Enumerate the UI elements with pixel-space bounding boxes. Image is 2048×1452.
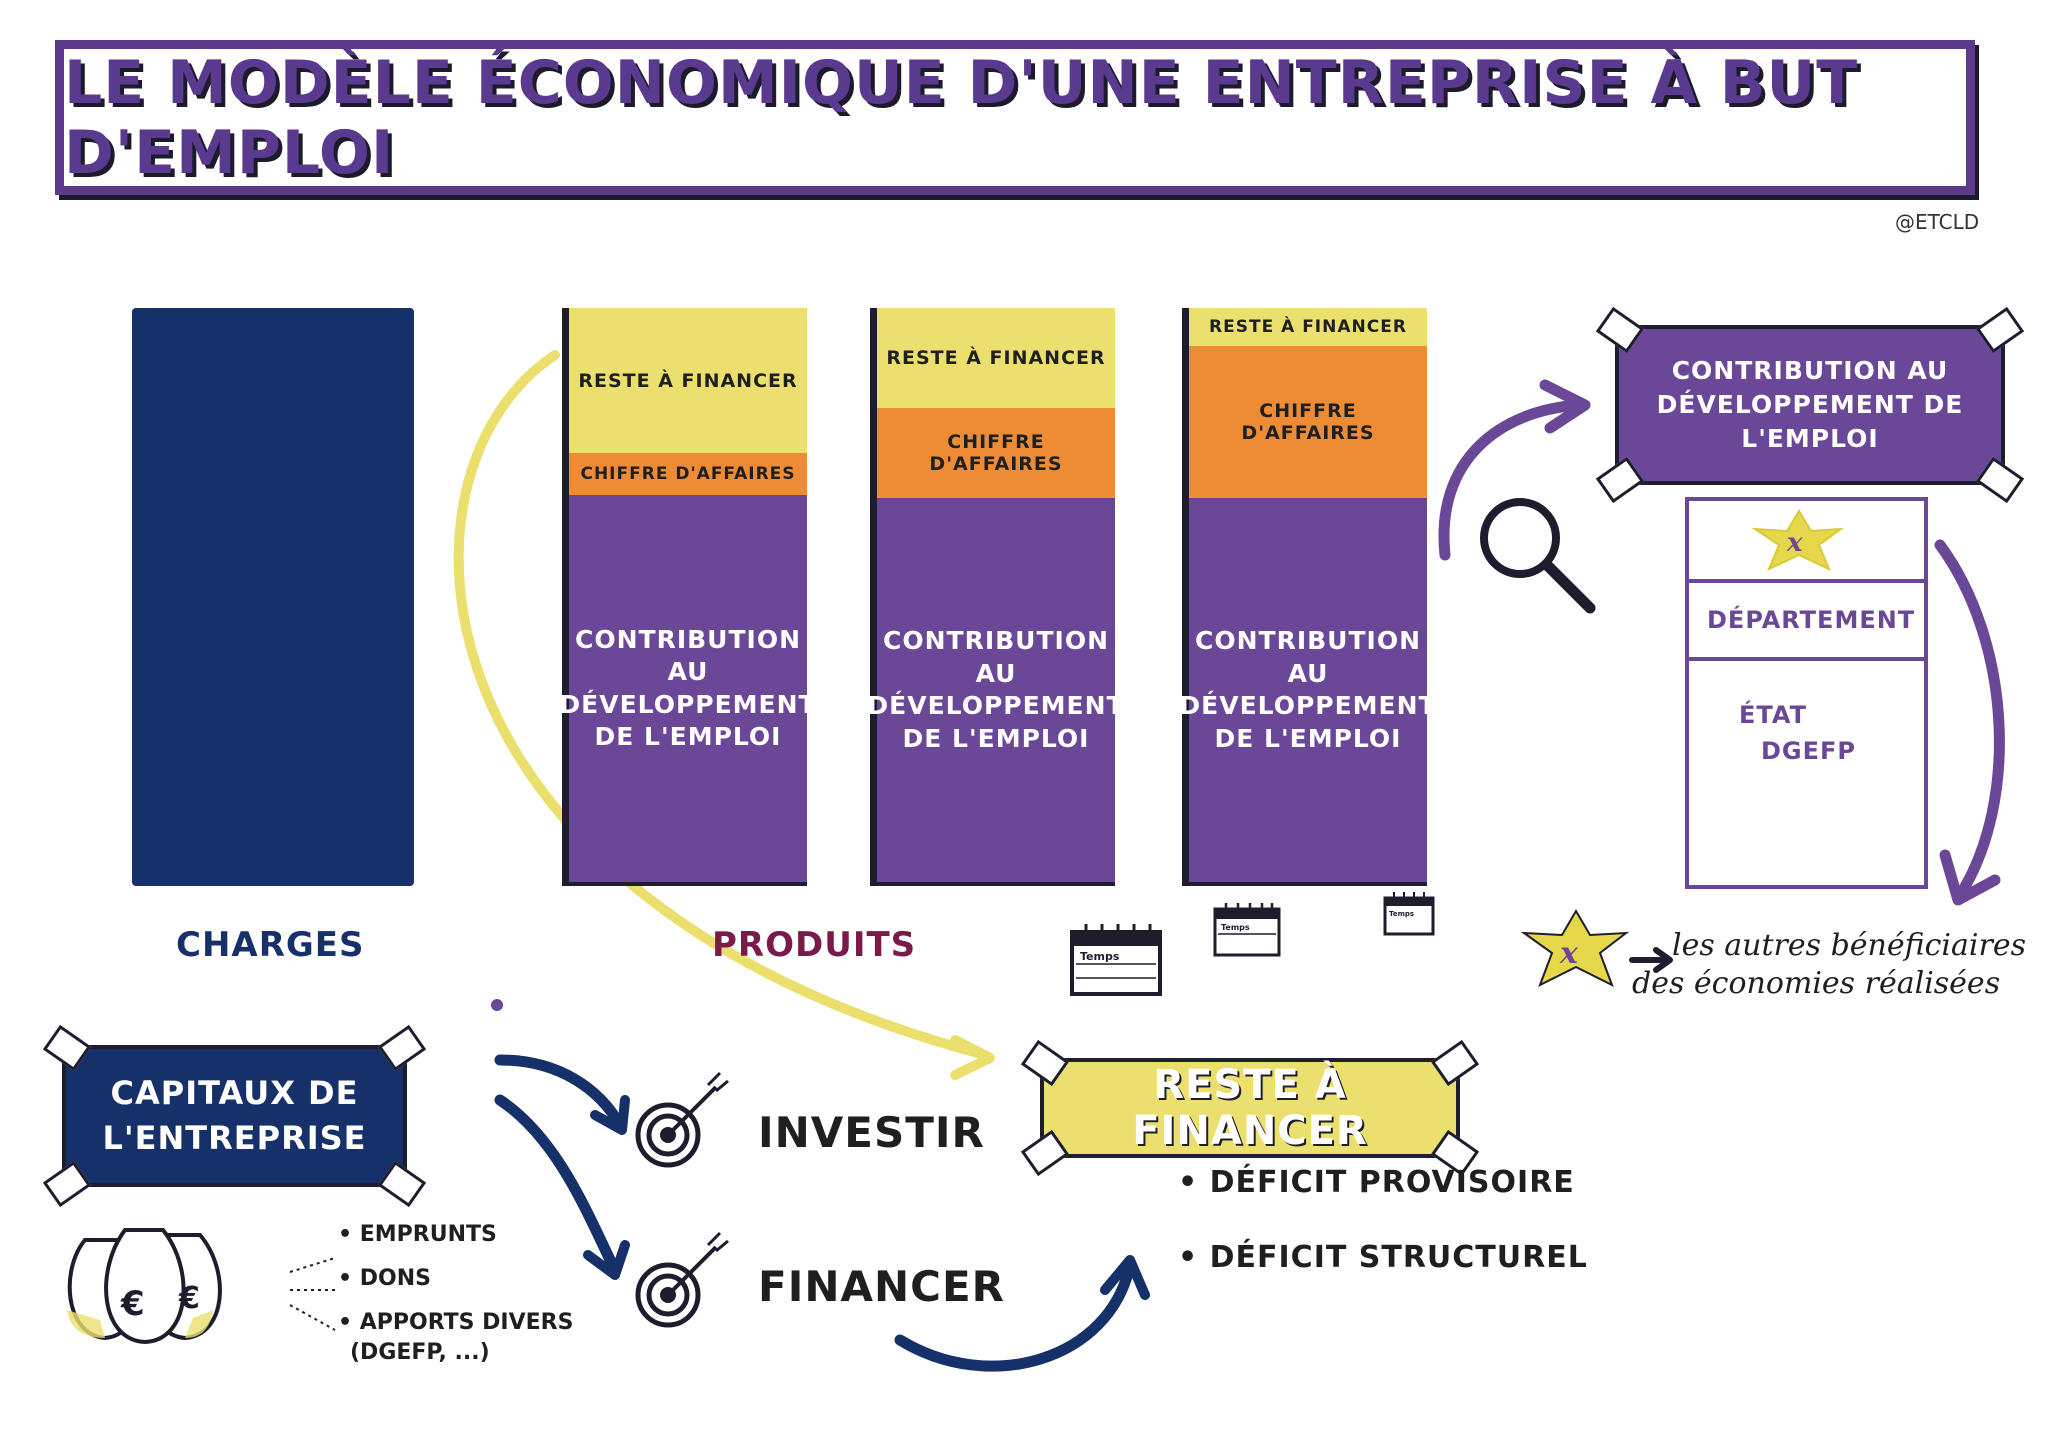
yellow-arc-arrowhead (950, 1035, 995, 1080)
contribution-line-1: Contribution (575, 624, 802, 654)
ca-label: Chiffre d'affaires (1241, 400, 1375, 444)
funders-row-star: x (1689, 501, 1924, 583)
produits-column-1: Reste à financer Chiffre d'affaires Cont… (559, 308, 816, 886)
contribution-line-3: développement (559, 689, 817, 719)
calendar-icon-3: Temps (1383, 892, 1435, 936)
capitaux-item-apports-detail: (DGEFP, ...) (350, 1340, 490, 1365)
title-banner: Le modèle économique d'une entreprise à … (55, 40, 1975, 195)
star-icon: x (1751, 509, 1845, 571)
navy-arrowhead-financer (583, 1240, 630, 1280)
star-symbol: x (1786, 528, 1803, 558)
ca-label: Chiffre d'affaires (929, 431, 1063, 475)
contribution-line-4: de l'emploi (594, 722, 782, 751)
funders-row-etat: État DGEFP (1689, 661, 1924, 765)
capitaux-line-1: Capitaux de (110, 1074, 359, 1113)
temps-label: Temps (1080, 950, 1120, 963)
star-icon-beneficiaires: x (1520, 909, 1630, 988)
charges-column (132, 308, 414, 886)
investir-label: Investir (758, 1108, 985, 1157)
purple-curve-arrowhead (1539, 379, 1591, 434)
navy-arrow-investir (494, 1054, 626, 1131)
money-bags-icon: € € (67, 1228, 222, 1345)
reste-item-label: Déficit provisoire (1209, 1165, 1575, 1200)
capitaux-item-label: Apports divers (359, 1310, 574, 1335)
temps-label: Temps (1221, 923, 1250, 932)
reste-banner-label: Reste à financer (1132, 1062, 1368, 1154)
contribution-line-3: développement (867, 691, 1125, 720)
reste-item-provisoire: • Déficit provisoire (1178, 1165, 1575, 1200)
svg-text:€: € (178, 1281, 200, 1316)
etat-label: État (1739, 701, 1807, 729)
capitaux-item-dons: • Dons (338, 1266, 431, 1291)
contribution-banner-line-2: développement de l'emploi (1656, 390, 1964, 453)
yellow-arc-arrow (453, 350, 990, 1060)
contribution-banner-line-1: Contribution au (1671, 356, 1949, 386)
reste-segment: Reste à financer (569, 308, 807, 453)
reste-label: Reste à financer (1209, 317, 1407, 337)
dgefp-label: DGEFP (1761, 737, 1856, 765)
capitaux-item-label: Emprunts (359, 1222, 497, 1247)
reste-segment: Reste à financer (1189, 308, 1427, 346)
contribution-segment: Contribution au développement de l'emplo… (867, 498, 1124, 882)
purple-down-arrowhead (1939, 849, 2001, 906)
capitaux-banner: Capitaux de l'entreprise (42, 1024, 427, 1208)
charges-label: Charges (176, 925, 365, 965)
calendar-icon-2: Temps (1213, 903, 1281, 957)
reste-segment: Reste à financer (877, 308, 1115, 408)
capitaux-item-apports: • Apports divers (338, 1310, 574, 1335)
contribution-line-1: Contribution (883, 626, 1110, 655)
purple-down-arrow (1934, 539, 2005, 901)
produits-column-2: Reste à financer Chiffre d'affaires Cont… (867, 308, 1124, 886)
star-symbol: x (1559, 936, 1579, 971)
target-icon-financer (635, 1231, 729, 1328)
contribution-line-1: Contribution (1195, 626, 1422, 655)
reste-item-structurel: • Déficit structurel (1178, 1240, 1588, 1275)
capitaux-item-label: Dons (359, 1266, 431, 1291)
reste-item-label: Déficit structurel (1209, 1240, 1588, 1275)
dotted-connectors (289, 1257, 336, 1331)
contribution-line-3: développement (1179, 691, 1437, 720)
capitaux-item-emprunts: • Emprunts (338, 1222, 497, 1247)
financer-label: Financer (758, 1262, 1005, 1311)
departement-label: Département (1707, 606, 1916, 634)
ca-segment: Chiffre d'affaires (1189, 346, 1427, 498)
ca-label: Chiffre d'affaires (580, 464, 796, 484)
calendar-icon-1: Temps (1070, 924, 1162, 996)
navy-arrowhead-to-reste (1100, 1255, 1150, 1300)
magnifier-icon (1480, 498, 1596, 614)
contribution-line-4: de l'emploi (902, 723, 1090, 753)
ca-segment: Chiffre d'affaires (877, 408, 1115, 498)
purple-curve-arrow (1438, 399, 1586, 561)
beneficiaires-line-2: des économies réalisées (1632, 966, 2001, 1001)
arrow-right-icon (1629, 947, 1673, 973)
capitaux-line-2: l'entreprise (102, 1119, 367, 1157)
page-title: Le modèle économique d'une entreprise à … (64, 47, 1859, 188)
target-icon-investir (635, 1071, 729, 1168)
contribution-line-2: au (1287, 658, 1329, 688)
beneficiaires-line-1: les autres bénéficiaires (1672, 928, 2026, 963)
reste-banner: Reste à financer (1020, 1039, 1480, 1177)
dot-mark (491, 999, 503, 1011)
produits-column-3: Reste à financer Chiffre d'affaires Cont… (1179, 308, 1436, 886)
contribution-line-2: au (667, 657, 709, 686)
contribution-banner: Contribution au développement de l'emplo… (1595, 306, 2025, 504)
contribution-line-4: de l'emploi (1214, 723, 1402, 753)
reste-label: Reste à financer (578, 369, 798, 392)
contribution-segment: Contribution au développement de l'emplo… (1179, 498, 1436, 882)
ca-segment: Chiffre d'affaires (569, 453, 807, 495)
navy-arrow-to-reste (894, 1259, 1136, 1372)
produits-label: Produits (712, 925, 917, 965)
credit-text: @ETCLD (1895, 210, 1980, 234)
navy-arrow-financer (494, 1094, 621, 1276)
contribution-line-2: au (975, 658, 1017, 688)
temps-label: Temps (1389, 910, 1414, 918)
funders-table: x Département État DGEFP (1685, 497, 1928, 889)
navy-arrowhead-investir (590, 1095, 630, 1135)
funders-row-departement: Département (1689, 583, 1924, 661)
contribution-segment: Contribution au développement de l'emplo… (559, 495, 816, 882)
reste-label: Reste à financer (886, 347, 1106, 369)
svg-text:€: € (120, 1284, 145, 1324)
